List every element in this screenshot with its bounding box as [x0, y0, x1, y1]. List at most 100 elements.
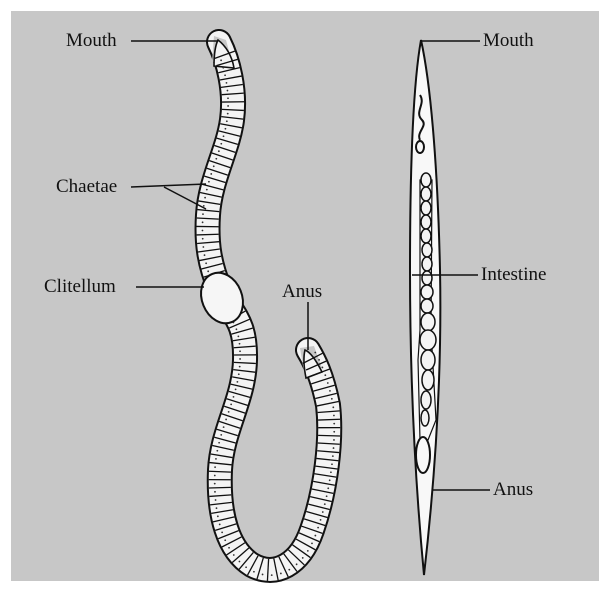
earthworm-chaeta-dot [214, 483, 216, 485]
label-earthworm-clitellum: Clitellum [44, 277, 116, 297]
earthworm-chaeta-dot [222, 67, 224, 69]
earthworm-chaeta-dot [225, 128, 227, 130]
roundworm-intestine-chamber [421, 410, 429, 426]
roundworm-intestine-chamber [421, 215, 431, 229]
earthworm-chaeta-dot [314, 352, 316, 354]
earthworm-chaeta-dot [216, 507, 218, 509]
earthworm-chaeta-dot [280, 573, 282, 575]
roundworm-intestine-chamber [421, 201, 431, 215]
earthworm-chaeta-dot [330, 471, 332, 473]
earthworm-chaeta-dot [223, 135, 225, 137]
earthworm-chaeta-dot [288, 569, 290, 571]
roundworm-intestine-chamber [422, 243, 432, 257]
roundworm-intestine-chamber [420, 330, 436, 350]
earthworm-chaeta-dot [218, 442, 220, 444]
earthworm-chaeta-dot [220, 143, 222, 145]
earthworm-chaeta-dot [227, 90, 229, 92]
earthworm-chaeta-dot [228, 411, 230, 413]
earthworm-chaeta-dot [329, 479, 331, 481]
earthworm-chaeta-dot [302, 557, 304, 559]
earthworm-chaeta-dot [224, 539, 226, 541]
earthworm-chaeta-dot [230, 403, 232, 405]
earthworm-chaeta-dot [322, 367, 324, 369]
earthworm-chaeta-dot [215, 499, 217, 501]
earthworm-chaeta-dot [239, 350, 241, 352]
earthworm-chaeta-dot [233, 554, 235, 556]
earthworm-chaeta-dot [333, 447, 335, 449]
earthworm-chaeta-dot [329, 390, 331, 392]
earthworm-chaeta-dot [237, 335, 239, 337]
earthworm-chaeta-dot [207, 270, 209, 272]
earthworm [194, 36, 340, 581]
roundworm-intestine-chamber [421, 391, 431, 409]
earthworm-chaeta-dot [239, 358, 241, 360]
label-roundworm-anus: Anus [493, 480, 533, 500]
earthworm-chaeta-dot [217, 515, 219, 517]
roundworm-intestine-chamber [421, 173, 431, 187]
earthworm-segment-ring [209, 487, 231, 488]
earthworm-chaeta-dot [332, 406, 334, 408]
earthworm-segment-ring [197, 234, 219, 235]
earthworm-chaeta-dot [215, 458, 217, 460]
earthworm-chaeta-dot [311, 542, 313, 544]
earthworm-chaeta-dot [227, 113, 229, 115]
earthworm-chaeta-dot [332, 455, 334, 457]
earthworm-chaeta-dot [235, 388, 237, 390]
earthworm-chaeta-dot [245, 566, 247, 568]
earthworm-chaeta-dot [202, 221, 204, 223]
earthworm-chaeta-dot [226, 82, 228, 84]
earthworm-chaeta-dot [236, 328, 238, 330]
earthworm-chaeta-dot [317, 527, 319, 529]
earthworm-chaeta-dot [219, 524, 221, 526]
roundworm-intestine-chamber [421, 229, 431, 243]
earthworm-chaeta-dot [214, 491, 216, 493]
earthworm-chaeta-dot [223, 426, 225, 428]
earthworm-chaeta-dot [214, 466, 216, 468]
earthworm-chaeta-dot [307, 550, 309, 552]
earthworm-chaeta-dot [327, 487, 329, 489]
earthworm-chaeta-dot [227, 105, 229, 107]
earthworm-chaeta-dot [216, 450, 218, 452]
earthworm-chaeta-dot [324, 503, 326, 505]
earthworm-chaeta-dot [220, 59, 222, 61]
earthworm-chaeta-dot [296, 563, 298, 565]
earthworm-chaeta-dot [320, 519, 322, 521]
earthworm-chaeta-dot [318, 359, 320, 361]
earthworm-chaeta-dot [215, 158, 217, 160]
earthworm-chaeta-dot [322, 511, 324, 513]
earthworm-chaeta-dot [262, 574, 264, 576]
earthworm-chaeta-dot [314, 535, 316, 537]
earthworm-chaeta-dot [214, 475, 216, 477]
roundworm-intestine-chamber [422, 271, 432, 285]
roundworm [410, 40, 440, 575]
roundworm-intestine-chamber [421, 313, 435, 331]
label-earthworm-chaetae: Chaetae [56, 177, 117, 197]
earthworm-chaeta-dot [333, 423, 335, 425]
earthworm-chaeta-dot [227, 97, 229, 99]
earthworm-chaeta-dot [220, 434, 222, 436]
earthworm-chaeta-dot [225, 419, 227, 421]
earthworm-chaeta-dot [224, 74, 226, 76]
earthworm-chaeta-dot [202, 246, 204, 248]
earthworm-chaeta-dot [333, 439, 335, 441]
earthworm-chaeta-dot [203, 205, 205, 207]
earthworm-chaeta-dot [218, 150, 220, 152]
earthworm-chaeta-dot [221, 532, 223, 534]
label-earthworm-mouth: Mouth [66, 31, 117, 51]
leader-ew-chaetae-upper [131, 184, 206, 187]
earthworm-chaeta-dot [206, 189, 208, 191]
earthworm-chaeta-dot [333, 415, 335, 417]
earthworm-chaeta-dot [204, 254, 206, 256]
roundworm-intestine-chamber [421, 350, 435, 370]
label-roundworm-intestine: Intestine [481, 265, 546, 285]
roundworm-rectum [416, 437, 430, 473]
earthworm-segment-ring [209, 471, 231, 472]
earthworm-chaeta-dot [239, 561, 241, 563]
roundworm-intestine-chamber [421, 187, 431, 201]
roundworm-intestine-chamber [422, 370, 434, 390]
earthworm-segment-ring [318, 419, 340, 420]
earthworm-chaeta-dot [324, 374, 326, 376]
earthworm-chaeta-dot [239, 366, 241, 368]
earthworm-chaeta-dot [236, 381, 238, 383]
